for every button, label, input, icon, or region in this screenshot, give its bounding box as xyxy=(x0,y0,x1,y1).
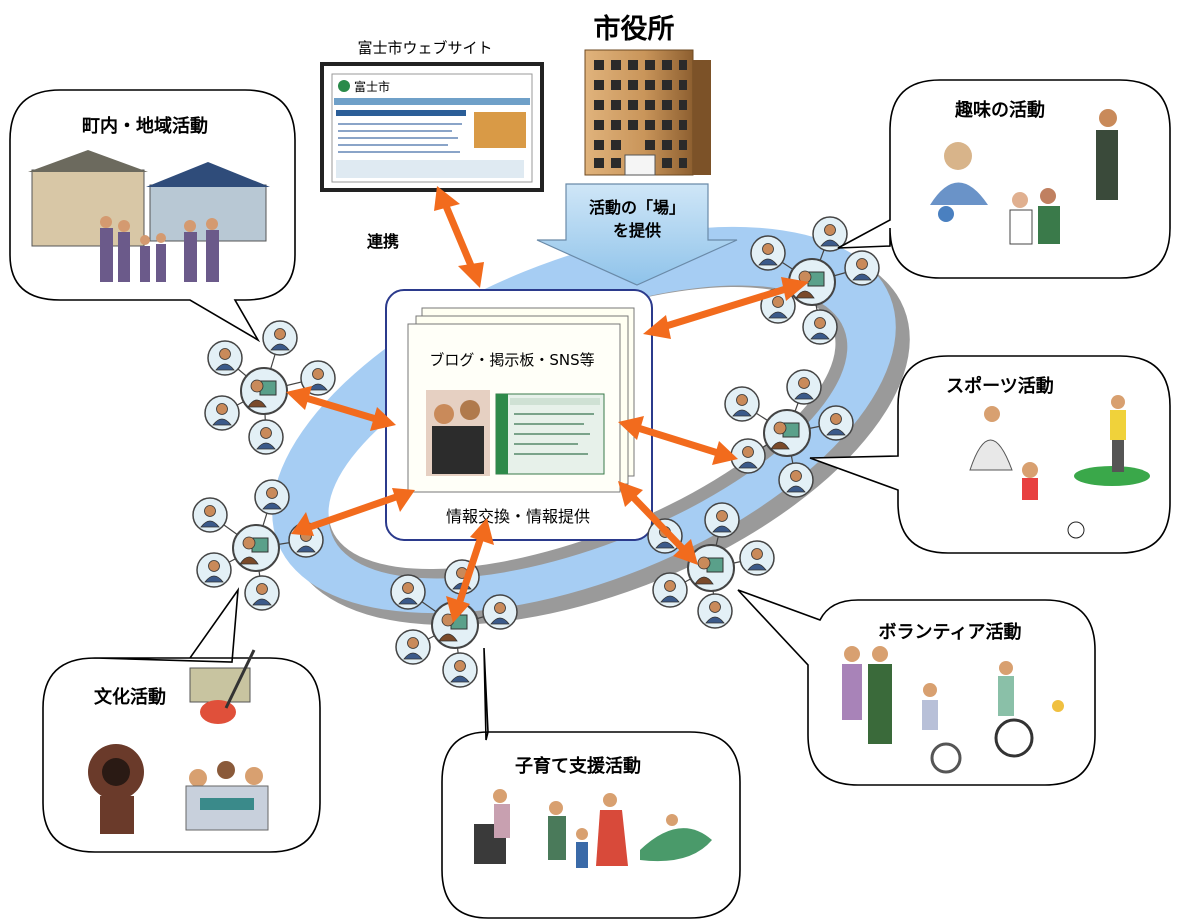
city-hall-building xyxy=(584,49,711,176)
provide-arrow-line1: 活動の「場」 xyxy=(589,198,685,217)
link-label: 連携 xyxy=(367,232,399,251)
bubble-community: 町内・地域活動 xyxy=(9,89,296,343)
bubble-volunteer: ボランティア活動 xyxy=(737,589,1096,786)
bubble-community-label: 町内・地域活動 xyxy=(82,115,208,137)
platform-top-label: ブログ・掲示板・SNS等 xyxy=(429,351,594,369)
platform-bottom-label: 情報交換・情報提供 xyxy=(446,507,590,526)
person-cluster-lower-left xyxy=(192,479,324,611)
bubble-culture-label: 文化活動 xyxy=(94,686,166,708)
person-cluster-left xyxy=(204,320,336,455)
link-arrows xyxy=(286,186,809,623)
person-cluster-right xyxy=(724,369,854,498)
bubble-hobby-label: 趣味の活動 xyxy=(954,99,1045,121)
bubble-hobby: 趣味の活動 xyxy=(837,79,1171,279)
bubble-childcare-label: 子育て支援活動 xyxy=(515,755,641,777)
bubble-sports: スポーツ活動 xyxy=(809,355,1171,554)
website-caption: 富士市ウェブサイト xyxy=(357,39,492,57)
online-platform-box xyxy=(385,289,653,541)
provide-arrow-line2: を提供 xyxy=(613,221,661,240)
bubble-culture: 文化活動 xyxy=(42,587,321,853)
provide-space-arrow xyxy=(536,183,738,286)
bubble-volunteer-label: ボランティア活動 xyxy=(879,621,1022,643)
bubble-sports-label: スポーツ活動 xyxy=(946,375,1054,397)
city-website-thumbnail: 富士市 xyxy=(320,62,544,192)
bubble-childcare: 子育て支援活動 xyxy=(441,647,741,919)
website-logo-text: 富士市 xyxy=(354,79,390,94)
person-cluster-upper-right xyxy=(750,216,880,345)
city-hall-label: 市役所 xyxy=(594,13,675,45)
